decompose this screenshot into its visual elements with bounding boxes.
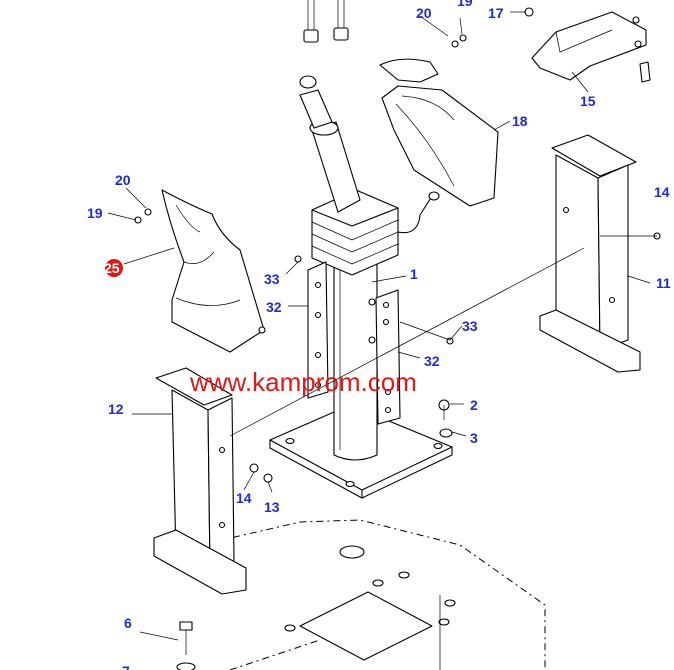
- callout-20-left: 20: [115, 172, 131, 188]
- callout-32-left: 32: [266, 299, 282, 315]
- floor-plate: [199, 519, 546, 670]
- callout-6: 6: [124, 615, 132, 631]
- callout-19-left: 19: [87, 205, 103, 221]
- callout-labels: 1 2 3 6 7 11 12 13 14 14 15 17 18 19 19 …: [87, 0, 671, 670]
- callout-1: 1: [410, 266, 418, 282]
- callout-12: 12: [108, 401, 124, 417]
- callout-18: 18: [512, 113, 528, 129]
- leader-lines: [107, 11, 657, 641]
- connectors: [303, 0, 349, 43]
- callout-13: 13: [264, 499, 280, 515]
- callout-33-left: 33: [264, 271, 280, 287]
- bracket-assembly: [531, 11, 647, 81]
- column-cover: [161, 189, 266, 353]
- upper-panel: [379, 58, 499, 207]
- callout-19-top: 19: [457, 0, 473, 9]
- support-post-left: [153, 367, 247, 595]
- callout-7: 7: [122, 663, 130, 670]
- fasteners: [134, 7, 661, 670]
- callout-33-right: 33: [462, 318, 478, 334]
- callout-32-right: 32: [424, 353, 440, 369]
- callout-11: 11: [656, 275, 671, 291]
- callout-2: 2: [470, 397, 478, 413]
- callout-15: 15: [580, 93, 596, 109]
- callout-25-marker: 25: [104, 259, 123, 277]
- highlight-dot: [105, 259, 123, 277]
- callout-17: 17: [488, 5, 504, 21]
- callout-14-left: 14: [236, 490, 252, 506]
- callout-3: 3: [470, 430, 478, 446]
- callout-14-right: 14: [654, 184, 670, 200]
- watermark: www.kamprom.com: [189, 367, 417, 397]
- callout-25: 25: [104, 260, 120, 276]
- pedestal-assembly: [269, 75, 453, 499]
- support-post-right: [539, 134, 641, 373]
- callout-20-top: 20: [416, 5, 432, 21]
